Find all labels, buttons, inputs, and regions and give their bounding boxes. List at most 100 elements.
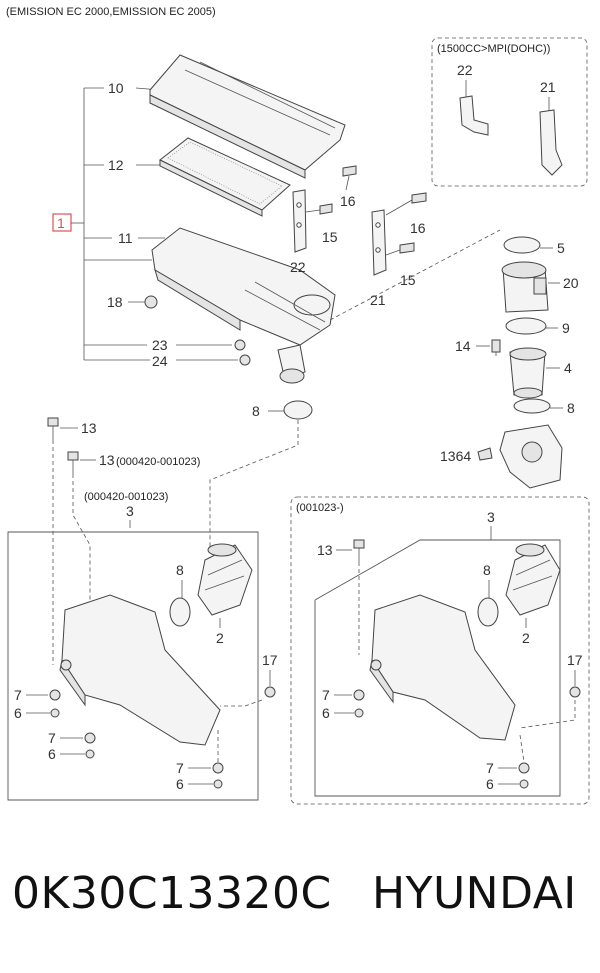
diagram-header-title: (EMISSION EC 2000,EMISSION EC 2005) — [6, 6, 216, 18]
label-8-right: 8 — [567, 400, 575, 416]
label-15-right: 15 — [400, 272, 416, 288]
nut-7-left-b[interactable] — [84, 732, 96, 744]
callout-1-box[interactable] — [52, 213, 72, 232]
nut-17-right-path — [519, 700, 576, 729]
bolt-13-range[interactable] — [67, 451, 79, 474]
label-2-left: 2 — [216, 630, 224, 646]
bracket-22[interactable] — [292, 189, 307, 253]
label-6-e: 6 — [486, 776, 494, 792]
label-7-b: 7 — [48, 730, 56, 746]
label-15-middle: 15 — [322, 229, 338, 245]
label-6-c: 6 — [176, 776, 184, 792]
label-20: 20 — [563, 275, 579, 291]
label-13-right: 13 — [317, 542, 333, 558]
note-range-13: (000420-001023) — [116, 456, 200, 468]
bracket-22-variant[interactable] — [459, 95, 489, 136]
label-3-right: 3 — [487, 509, 495, 525]
note-right-box: (001023-) — [296, 502, 344, 514]
part-4-duct[interactable] — [509, 347, 547, 399]
part-14-screw[interactable] — [491, 339, 501, 356]
bracket-21-variant[interactable] — [539, 109, 563, 176]
label-16-right: 16 — [410, 220, 426, 236]
label-1364: 1364 — [440, 448, 471, 464]
label-7-a: 7 — [14, 687, 22, 703]
resonator-left[interactable] — [59, 594, 221, 746]
part-number: 0K30C13320C — [12, 868, 332, 919]
nut-17-right[interactable] — [569, 686, 581, 698]
label-6-d: 6 — [322, 705, 330, 721]
bolt-15-right[interactable] — [385, 242, 415, 256]
nut-7-left-c[interactable] — [212, 762, 224, 774]
note-left-box: (000420-001023) — [84, 491, 168, 503]
label-24: 24 — [152, 353, 168, 369]
air-cleaner-body[interactable] — [151, 227, 336, 384]
bolt-13-right[interactable] — [353, 539, 365, 562]
part-9-clamp[interactable] — [505, 317, 547, 335]
label-16-middle: 16 — [340, 193, 356, 209]
part-20-airflow-sensor[interactable] — [501, 261, 549, 313]
part-24-washer[interactable] — [239, 354, 251, 366]
callout-1-label: 1 — [57, 215, 65, 231]
label-22-box: 22 — [457, 62, 473, 78]
label-17-right: 17 — [567, 652, 583, 668]
label-13-range: 13 — [99, 452, 115, 468]
clamp-8-right-box[interactable] — [477, 597, 499, 627]
part-8-clamp-left[interactable] — [283, 400, 313, 420]
label-21-box: 21 — [540, 79, 556, 95]
washer-6-left-a[interactable] — [50, 708, 60, 718]
label-8-left: 8 — [252, 403, 260, 419]
bolt-15-middle[interactable] — [305, 203, 333, 215]
label-11: 11 — [118, 230, 133, 246]
air-cleaner-cover[interactable] — [149, 54, 346, 179]
variant-box-1500cc-title: (1500CC>MPI(DOHC)) — [437, 43, 550, 55]
label-14: 14 — [455, 338, 471, 354]
label-12: 12 — [108, 157, 124, 173]
label-10: 10 — [108, 80, 124, 96]
label-6-a: 6 — [14, 705, 22, 721]
label-18: 18 — [107, 294, 123, 310]
bolt-16-middle[interactable] — [342, 165, 357, 191]
clamp-8-left-box[interactable] — [169, 597, 191, 627]
washer-6-left-c[interactable] — [213, 779, 223, 789]
intake-hose-right[interactable] — [505, 543, 561, 616]
part-8-clamp-right[interactable] — [513, 398, 551, 414]
nut-17-left-path — [220, 699, 263, 707]
part-1364-throttle-body[interactable] — [477, 424, 563, 489]
variant-frame-right — [314, 539, 561, 797]
label-13-top: 13 — [81, 420, 97, 436]
bolt-16-right[interactable] — [385, 192, 427, 216]
intake-hose-left[interactable] — [197, 543, 253, 616]
label-7-c: 7 — [176, 760, 184, 776]
label-8-left-box: 8 — [176, 562, 184, 578]
bolt-13-top[interactable] — [47, 417, 59, 440]
label-3-left: 3 — [126, 503, 134, 519]
nut-7-right-b[interactable] — [518, 762, 530, 774]
washer-6-right-a[interactable] — [354, 708, 364, 718]
part-23-nut[interactable] — [234, 339, 246, 351]
part-5-gasket[interactable] — [503, 236, 541, 254]
stud-dash-right — [519, 734, 525, 763]
label-8-right-box: 8 — [483, 562, 491, 578]
part-18-grommet[interactable] — [144, 295, 158, 309]
variant-box-left — [7, 531, 259, 801]
resonator-right[interactable] — [369, 594, 516, 741]
label-4: 4 — [564, 360, 572, 376]
variant-box-1500cc — [431, 37, 588, 187]
nut-17-left[interactable] — [264, 686, 276, 698]
washer-6-right-b[interactable] — [519, 779, 529, 789]
variant-box-right — [290, 496, 590, 805]
label-7-d: 7 — [322, 687, 330, 703]
nut-7-right-a[interactable] — [353, 689, 365, 701]
label-17-left: 17 — [262, 652, 278, 668]
air-filter-element[interactable] — [159, 137, 291, 217]
label-5: 5 — [557, 240, 565, 256]
connection-dash-duct — [209, 420, 299, 548]
label-22-middle: 22 — [290, 259, 306, 275]
washer-6-left-b[interactable] — [85, 749, 95, 759]
label-23: 23 — [152, 337, 168, 353]
brand-name: HYUNDAI — [372, 868, 577, 919]
label-6-b: 6 — [48, 746, 56, 762]
nut-7-left-a[interactable] — [49, 689, 61, 701]
bracket-21[interactable] — [371, 209, 387, 276]
